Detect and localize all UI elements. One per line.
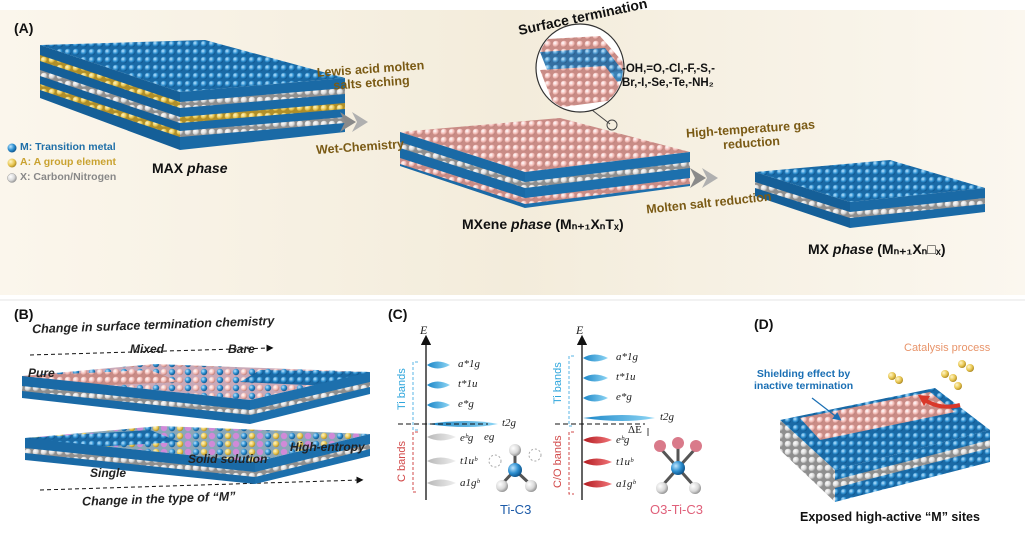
orbital-left-t1u-b: t1uᵇ bbox=[460, 455, 478, 467]
surface-termination-magnifier bbox=[535, 23, 625, 131]
co-bands-right: C/O bands bbox=[552, 435, 564, 488]
mxene-phase-label: MXene phase (Mₙ₊₁XₙTₓ) bbox=[462, 216, 624, 232]
legend-a-ball bbox=[7, 158, 17, 168]
ti-c3-label: Ti-C3 bbox=[500, 502, 532, 517]
shielding-pointer bbox=[811, 397, 842, 421]
legend-x-ball bbox=[7, 173, 17, 183]
label-high-entropy: High-entropy bbox=[290, 440, 365, 454]
orbital-right-a1g-b: a1gᵇ bbox=[616, 478, 636, 490]
terminations-list: -OH,=O,-Cl,-F,-S,-Br,-I,-Se,-Te,-NH₂ bbox=[622, 63, 715, 89]
termination-slab bbox=[22, 364, 370, 424]
orbital-left-eg-star: e*g bbox=[458, 398, 474, 410]
o3-ti-c3-label: O3-Ti-C3 bbox=[650, 502, 703, 517]
orbital-right-t1u-b: t1uᵇ bbox=[616, 456, 634, 468]
orbital-left-t1u-star: t*1u bbox=[458, 378, 478, 390]
ti-bands-left: Ti bands bbox=[396, 368, 408, 410]
orbital-left-eg: eg bbox=[484, 431, 495, 443]
legend-a: A: A group element bbox=[20, 156, 117, 168]
energy-axis-left: E bbox=[420, 323, 428, 337]
mx-phase-label: MX phase (Mₙ₊₁Xₙ□ₓ) bbox=[808, 241, 946, 257]
panel-label-b: (B) bbox=[14, 306, 34, 322]
orbital-right-t2g: t2g bbox=[660, 411, 675, 423]
catalysis-molecules bbox=[888, 360, 974, 409]
orbital-left-a1g-b: a1gᵇ bbox=[460, 477, 480, 489]
label-pure: Pure bbox=[28, 366, 55, 380]
max-phase-label: MAX phase bbox=[152, 160, 228, 176]
legend-m: M: Transition metal bbox=[20, 141, 116, 153]
metal-type-slab bbox=[25, 426, 370, 484]
orbital-left-a1g-star: a*1g bbox=[458, 358, 480, 370]
delta-e-label: ΔE bbox=[628, 424, 642, 436]
orbital-right-a1g-star: a*1g bbox=[616, 351, 638, 363]
orbital-left-t2g: t2g bbox=[502, 417, 517, 429]
orbital-right-eg-b: eᵇg bbox=[616, 434, 630, 446]
label-bare: Bare bbox=[228, 342, 255, 356]
max-phase-slab bbox=[40, 40, 345, 150]
orbital-right-eg-star: e*g bbox=[616, 391, 632, 403]
mxene-slab bbox=[400, 118, 690, 208]
panel-label-c: (C) bbox=[388, 306, 408, 322]
legend-x: X: Carbon/Nitrogen bbox=[20, 171, 117, 183]
ti-c3-model bbox=[488, 444, 542, 492]
catalysis-label: Catalysis process bbox=[904, 342, 991, 354]
panel-label-d: (D) bbox=[754, 316, 774, 332]
orbital-right-t1u-star: t*1u bbox=[616, 371, 636, 383]
c-bands-left: C bands bbox=[396, 441, 408, 482]
active-sites-label: Exposed high-active “M” sites bbox=[800, 510, 980, 524]
panel-b-arrows bbox=[29, 344, 364, 491]
legend-m-ball bbox=[7, 143, 17, 153]
mx-slab bbox=[755, 160, 985, 228]
ti-bands-right: Ti bands bbox=[552, 362, 564, 404]
label-single: Single bbox=[90, 466, 127, 480]
o3-ti-c3-model bbox=[654, 437, 702, 494]
label-solid-solution: Solid solution bbox=[188, 452, 268, 466]
panel-c-left-diagram bbox=[398, 334, 498, 500]
panel-label-a: (A) bbox=[14, 20, 34, 36]
arrow-chevron-2 bbox=[690, 168, 718, 188]
panel-c-right-diagram bbox=[555, 334, 655, 500]
energy-axis-right: E bbox=[576, 323, 584, 337]
catalyst-slab bbox=[780, 388, 990, 502]
label-mixed: Mixed bbox=[130, 342, 165, 356]
arrow-chevron-1 bbox=[340, 112, 368, 132]
orbital-left-eg-b: eᵇg bbox=[460, 432, 474, 444]
